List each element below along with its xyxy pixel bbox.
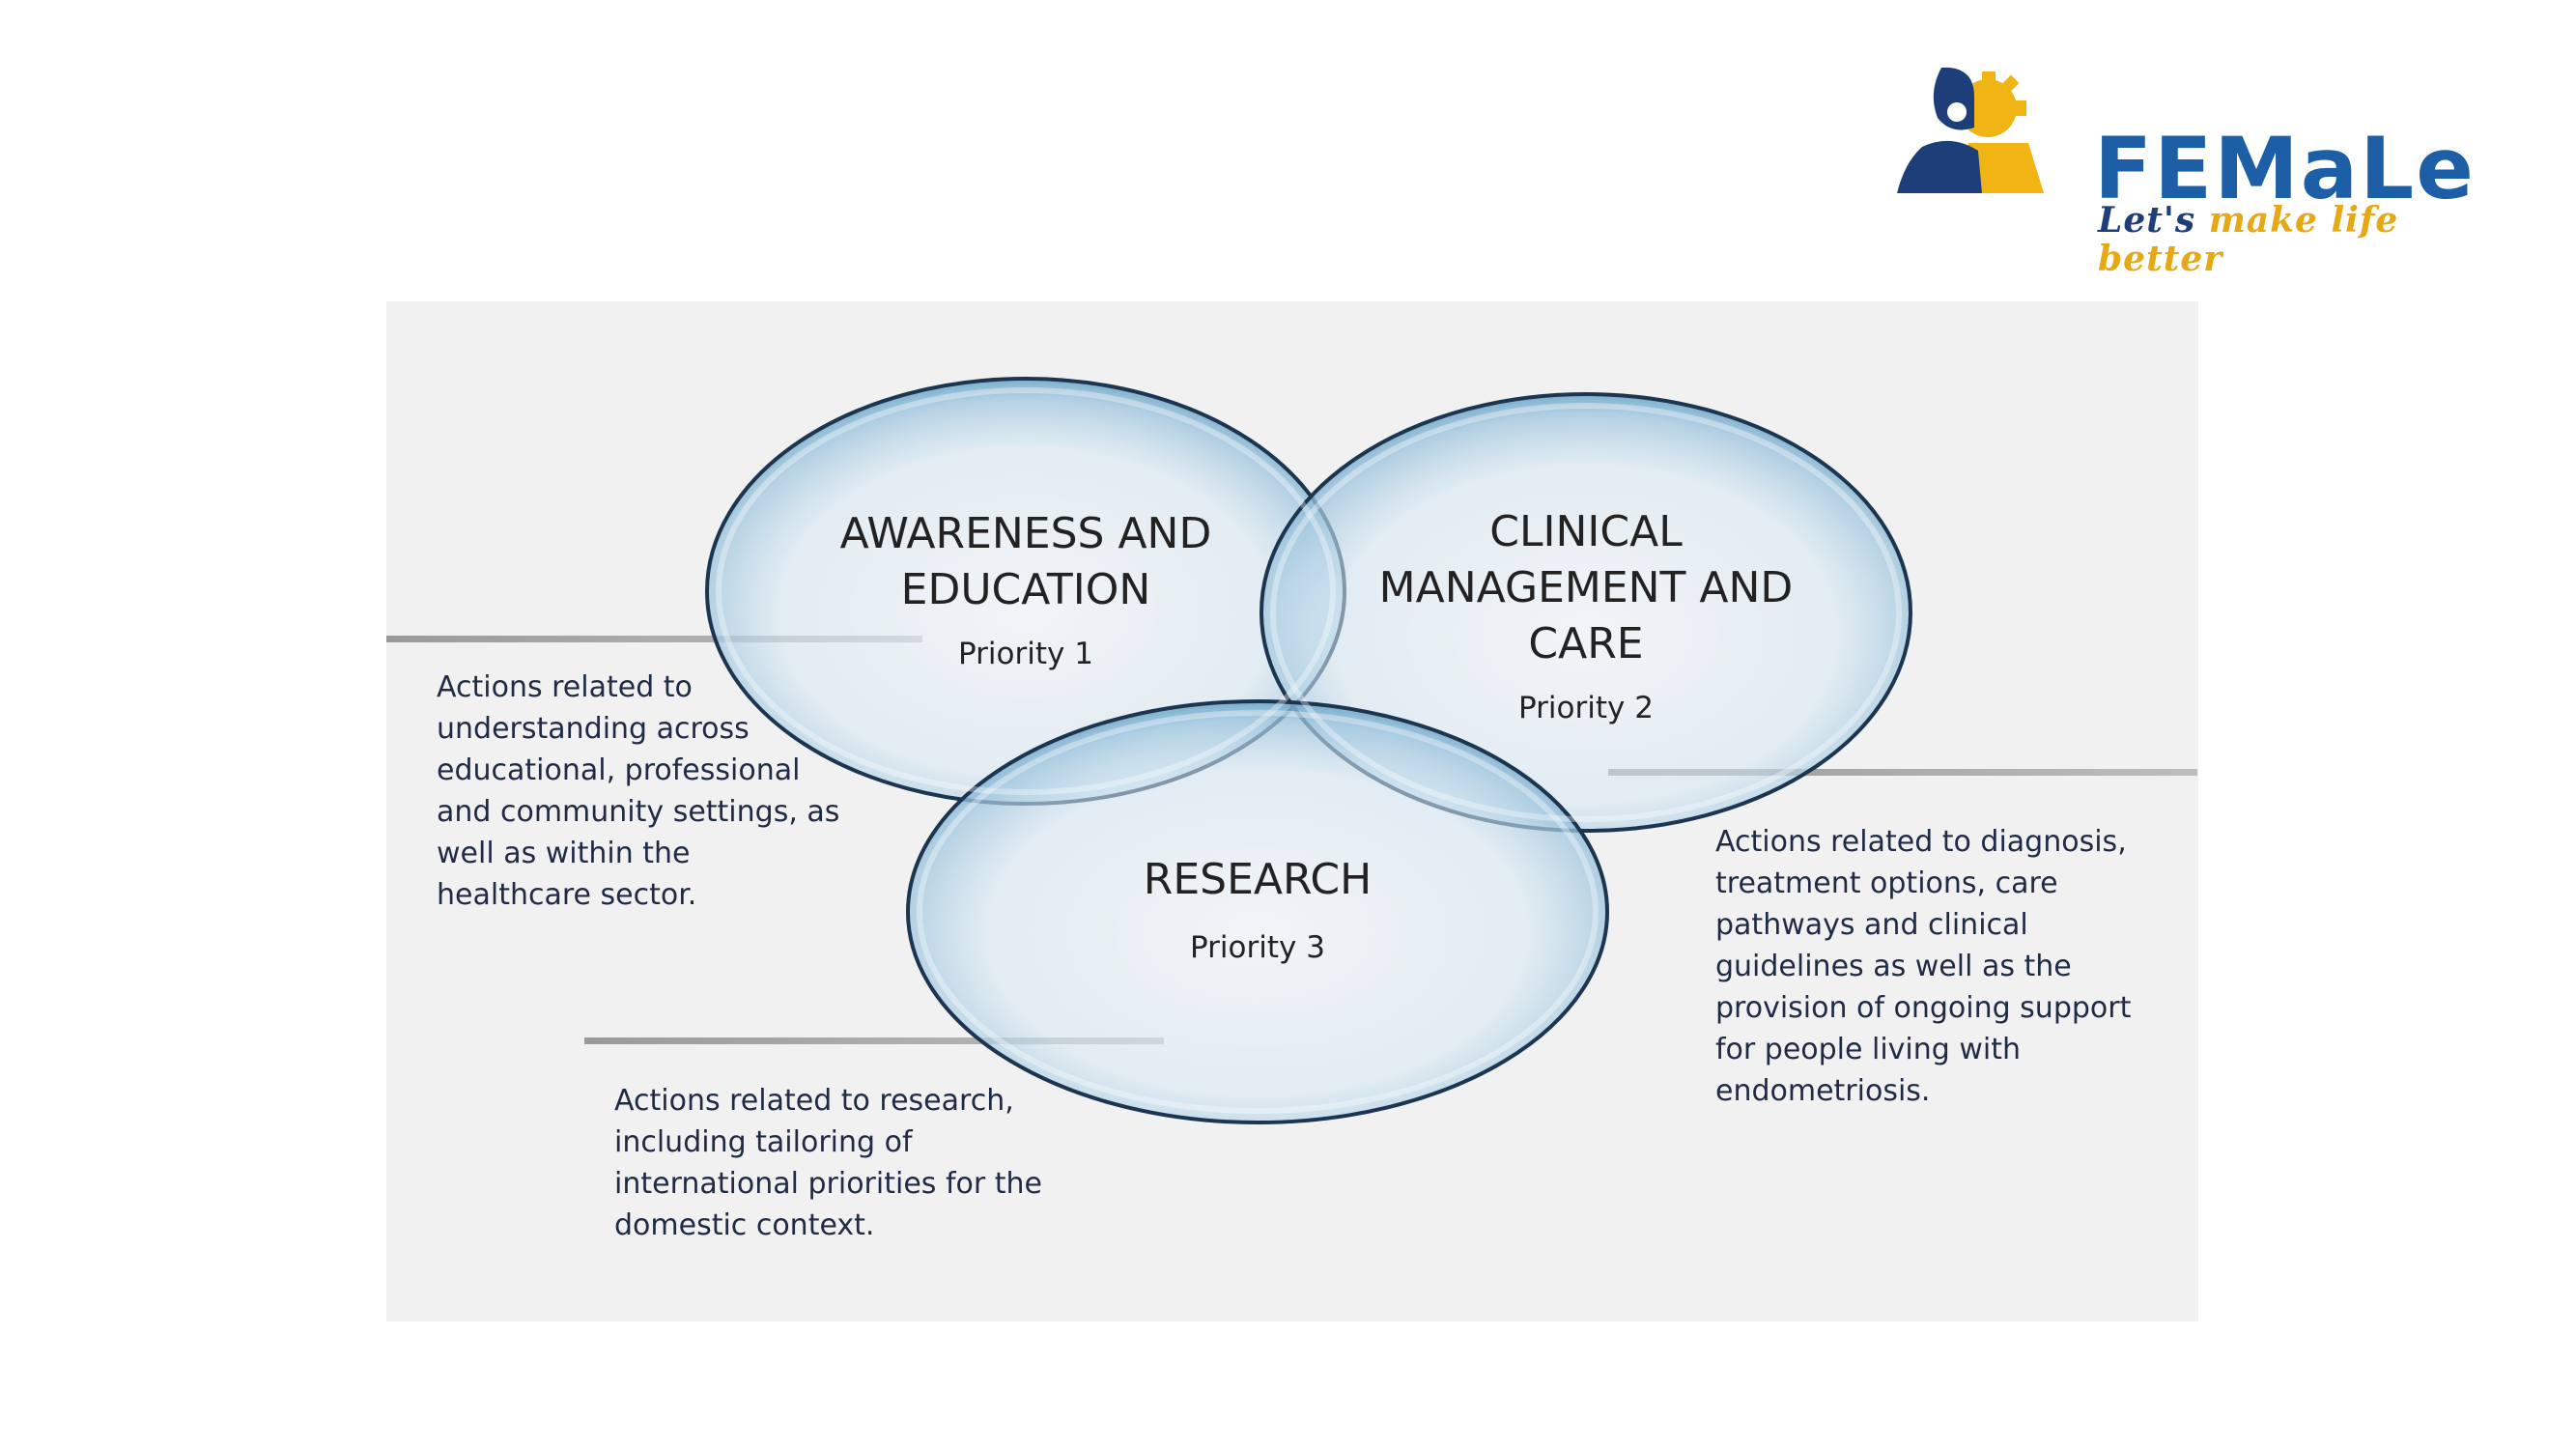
research-description: Actions related to research, including t… (614, 1080, 1117, 1246)
clinical-desc-line: Actions related to diagnosis, (1715, 825, 2127, 859)
awareness-description: Actions related to understanding across … (437, 667, 900, 916)
research-title-line-1: RESEARCH (1143, 855, 1373, 904)
clinical-priority: Priority 2 (1518, 691, 1654, 725)
awareness-desc-line: well as within the (437, 837, 691, 870)
awareness-desc-line: Actions related to (437, 670, 693, 704)
leader-line-awareness (386, 636, 922, 642)
awareness-title-line-2: EDUCATION (900, 565, 1151, 614)
research-desc-line: international priorities for the (614, 1167, 1042, 1201)
clinical-title-line-1: CLINICAL (1489, 507, 1683, 556)
circle-clinical (1260, 392, 1912, 833)
tagline-rest: make life better (2098, 200, 2399, 279)
clinical-desc-line: endometriosis. (1715, 1074, 1931, 1108)
logo-wordmark: FEMaLe (2094, 119, 2476, 218)
clinical-desc-line: pathways and clinical (1715, 908, 2028, 942)
clinical-desc-line: guidelines as well as the (1715, 950, 2072, 983)
leader-line-research (584, 1037, 1164, 1044)
awareness-desc-line: and community settings, as (437, 795, 840, 829)
clinical-title-line-2: MANAGEMENT AND (1378, 563, 1794, 612)
logo-mark-icon (1897, 67, 2044, 193)
awareness-desc-line: understanding across (437, 712, 750, 746)
venn-diagram-panel: AWARENESS AND EDUCATION Priority 1 CLINI… (386, 301, 2198, 1321)
tagline-lead: Let's (2098, 200, 2196, 241)
awareness-title-line-1: AWARENESS AND (839, 509, 1212, 558)
clinical-description: Actions related to diagnosis, treatment … (1715, 821, 2179, 1112)
clinical-title: CLINICAL MANAGEMENT AND CARE (1319, 504, 1853, 672)
research-desc-line: domestic context. (614, 1208, 875, 1242)
research-priority: Priority 3 (1190, 930, 1325, 965)
awareness-desc-line: healthcare sector. (437, 878, 697, 912)
awareness-priority: Priority 1 (958, 637, 1093, 671)
logo-tagline: Let's make life better (2098, 201, 2492, 278)
clinical-desc-line: for people living with (1715, 1033, 2022, 1066)
clinical-desc-line: provision of ongoing support (1715, 991, 2132, 1025)
circle-research (906, 699, 1609, 1124)
research-desc-line: Actions related to research, (614, 1084, 1014, 1118)
female-logo: FEMaLe Let's make life better (1893, 58, 2492, 278)
leader-line-clinical (1608, 769, 2197, 776)
venn-diagram (386, 377, 2197, 1124)
clinical-title-line-3: CARE (1528, 619, 1644, 668)
awareness-title: AWARENESS AND EDUCATION (784, 506, 1267, 618)
awareness-desc-line: educational, professional (437, 753, 801, 787)
clinical-desc-line: treatment options, care (1715, 867, 2058, 900)
research-desc-line: including tailoring of (614, 1125, 913, 1159)
research-title: RESEARCH (1064, 852, 1451, 908)
